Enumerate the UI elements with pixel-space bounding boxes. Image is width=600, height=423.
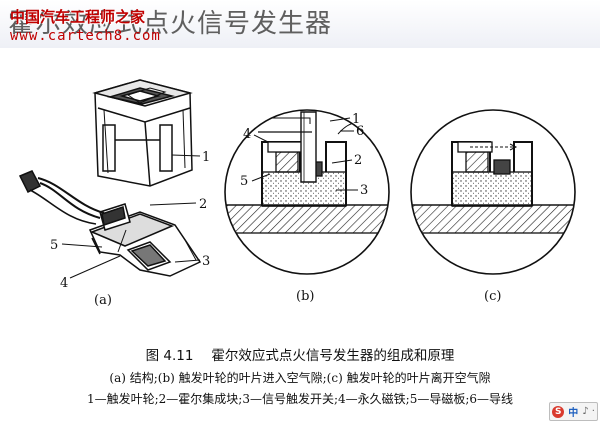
ime-logo-icon[interactable]: S: [552, 405, 565, 418]
ime-extra-icons[interactable]: ♪ ·: [582, 406, 595, 417]
watermark-site-name: 中国汽车工程师之家: [10, 8, 146, 26]
figure-legend: 1—触发叶轮;2—霍尔集成块;3—信号触发开关;4—永久磁铁;5—导磁板;6—导…: [86, 392, 514, 406]
callout-b-6: 6: [356, 124, 364, 139]
callout-a-1: 1: [202, 150, 210, 165]
panel-a-labels: 1 2 3 4 5 (a): [50, 150, 210, 308]
panel-b-blade-in-gap: 1 2 3 4 5 6 (b): [224, 109, 390, 304]
callout-a-3: 3: [202, 254, 210, 269]
figure-caption: 图 4.11 霍尔效应式点火信号发生器的组成和原理: [0, 344, 600, 364]
figure-title: 霍尔效应式点火信号发生器的组成和原理: [211, 348, 455, 364]
figure-number: 图 4.11: [145, 348, 194, 364]
hall-effect-figure: 1 2 3 4 5 (a): [18, 79, 576, 308]
callout-b-1: 1: [352, 112, 360, 127]
callout-b-5: 5: [240, 174, 248, 189]
panel-b-label: (b): [296, 289, 314, 304]
panel-a-label: (a): [94, 293, 112, 308]
panel-b-labels: 1 2 3 4 5 6 (b): [240, 112, 368, 304]
wire-connector-drawing: [18, 170, 105, 225]
panel-a-structure: [18, 79, 202, 279]
trigger-wheel-drawing: [92, 79, 193, 187]
callout-b-2: 2: [354, 153, 362, 168]
callout-b-3: 3: [360, 183, 368, 198]
ime-language-toggle[interactable]: 中: [568, 408, 579, 419]
panel-c-label: (c): [484, 289, 501, 304]
leader-lines-b: [251, 117, 358, 191]
callout-a-2: 2: [199, 197, 207, 212]
callout-b-4: 4: [243, 127, 251, 142]
slide-title: 霍尔效应式点火信号发生器: [8, 9, 333, 39]
header-background: [0, 0, 600, 48]
ime-toolbar[interactable]: S 中 ♪ ·: [549, 402, 598, 421]
callout-a-4: 4: [60, 276, 68, 291]
leader-lines-a: [61, 154, 201, 279]
figure-subcaption: (a) 结构;(b) 触发叶轮的叶片进入空气隙;(c) 触发叶轮的叶片离开空气隙: [109, 371, 491, 385]
watermark-url: www.cartech8.com: [10, 28, 161, 44]
panel-c-blade-out-of-gap: (c): [410, 109, 576, 304]
callout-a-5: 5: [50, 238, 58, 253]
signal-switch-drawing: [88, 203, 202, 277]
